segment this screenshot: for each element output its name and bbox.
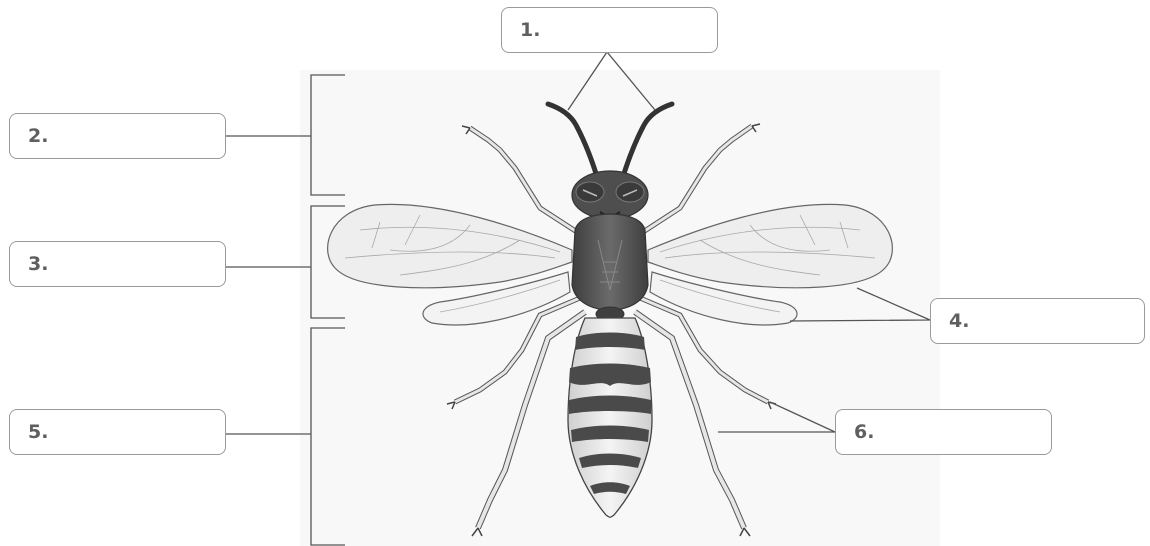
label-box-6[interactable]: 6.: [835, 409, 1052, 455]
abdomen-band-2: [569, 364, 651, 387]
label-number-1: 1.: [520, 19, 540, 41]
leader-1: [568, 52, 655, 110]
label-box-3[interactable]: 3.: [9, 241, 226, 287]
brackets: [311, 75, 345, 545]
antennae: [548, 104, 672, 180]
label-number-4: 4.: [949, 310, 969, 332]
label-number-2: 2.: [28, 125, 48, 147]
label-box-2[interactable]: 2.: [9, 113, 226, 159]
bracket-abdomen: [311, 328, 345, 545]
label-box-1[interactable]: 1.: [501, 7, 718, 53]
label-number-6: 6.: [854, 421, 874, 443]
bracket-head: [311, 75, 345, 195]
left-antenna: [548, 104, 598, 180]
label-number-3: 3.: [28, 253, 48, 275]
head: [572, 171, 648, 219]
label-box-5[interactable]: 5.: [9, 409, 226, 455]
left-forewing: [328, 204, 572, 287]
right-antenna: [622, 104, 672, 180]
leader-4: [790, 288, 930, 321]
leader-6: [718, 402, 835, 432]
right-forewing: [648, 204, 892, 287]
abdomen: [568, 318, 652, 517]
label-box-4[interactable]: 4.: [930, 298, 1145, 344]
thorax: [572, 214, 648, 310]
label-number-5: 5.: [28, 421, 48, 443]
